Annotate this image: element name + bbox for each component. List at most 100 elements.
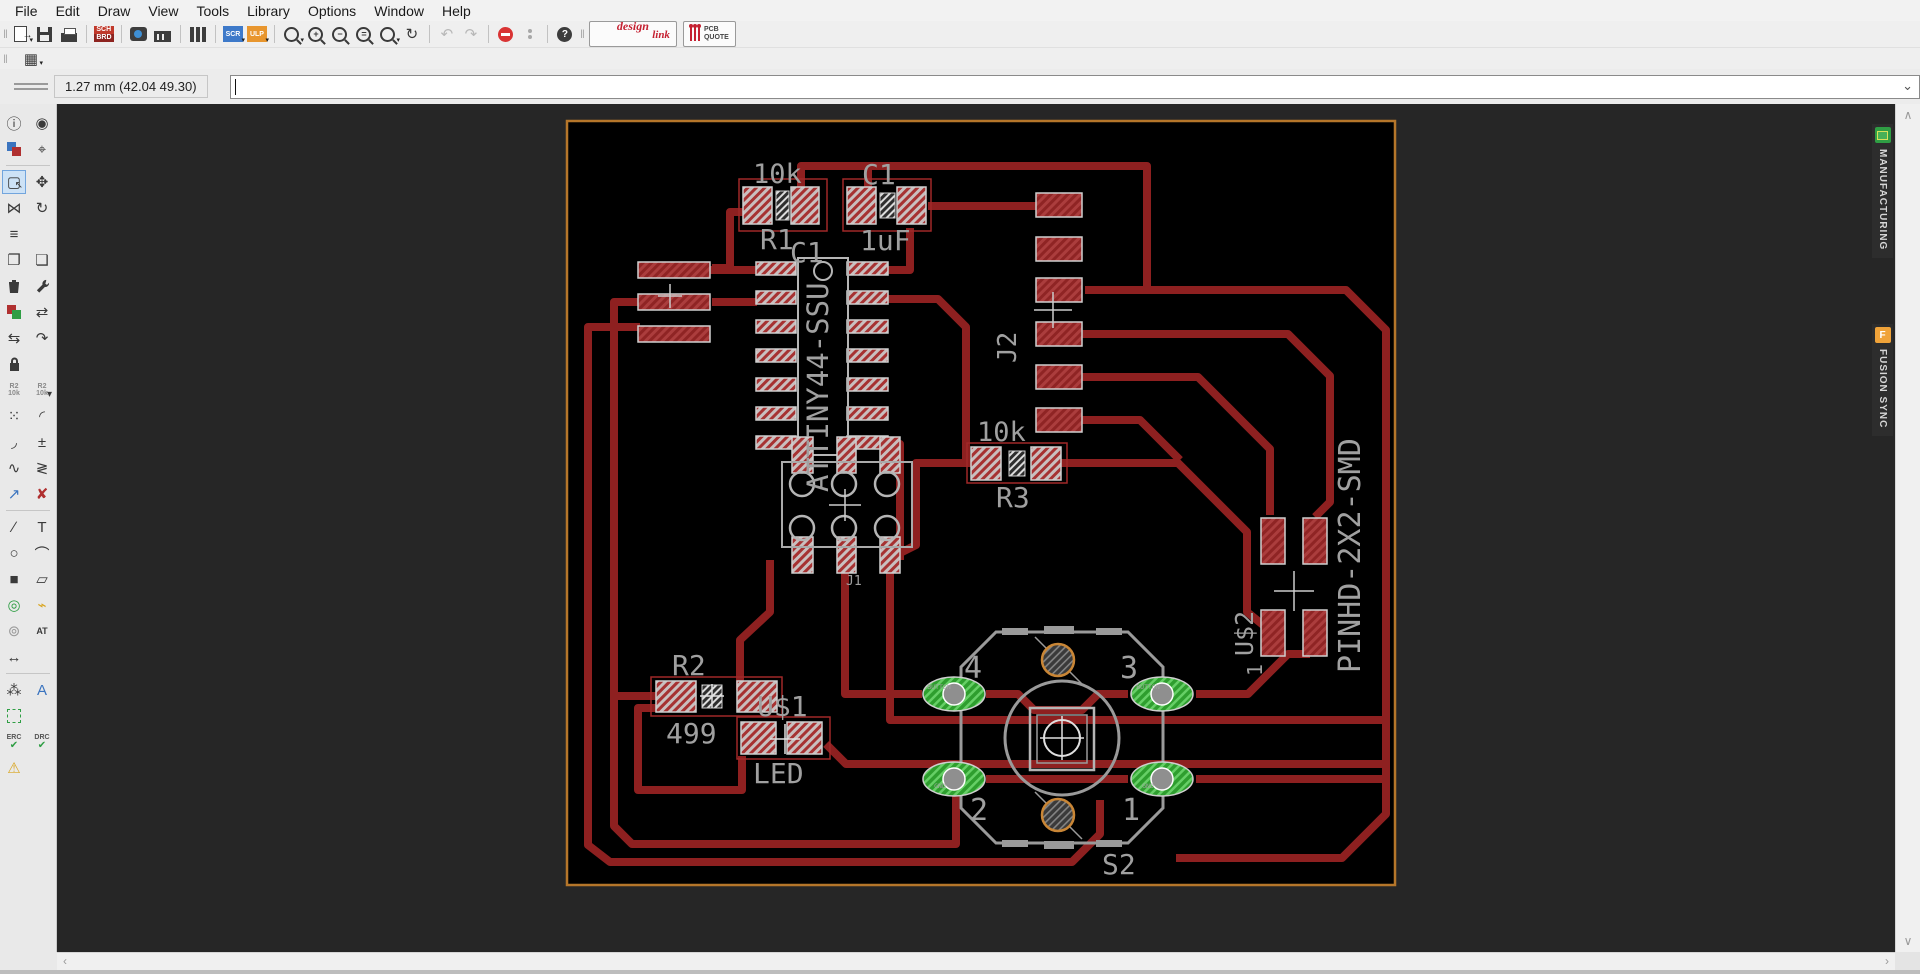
- menu-file[interactable]: File: [15, 2, 38, 19]
- undo-button[interactable]: ↶: [435, 23, 459, 45]
- stop-button[interactable]: [494, 23, 518, 45]
- toolbar-handle[interactable]: ‖: [3, 27, 8, 41]
- arc-tool[interactable]: ⌒: [30, 541, 54, 565]
- open-button[interactable]: →▾: [9, 23, 33, 45]
- ratsnest-tool[interactable]: ⁂: [2, 678, 26, 702]
- component-isp-pads[interactable]: [637, 261, 711, 343]
- horizontal-scrollbar[interactable]: ‹ ›: [57, 952, 1895, 970]
- polygon-tool[interactable]: ▱: [30, 567, 54, 591]
- command-input[interactable]: ⌄: [229, 74, 1920, 99]
- grid-button[interactable]: ▦▾: [23, 50, 43, 68]
- menu-draw[interactable]: Draw: [97, 2, 131, 19]
- command-bar-handle[interactable]: [8, 80, 54, 93]
- erc-tool[interactable]: ERC✔: [2, 730, 26, 754]
- show-tool[interactable]: ◉: [30, 111, 54, 135]
- tab-manufacturing[interactable]: MANUFACTURING: [1872, 124, 1893, 259]
- s2-green-pads[interactable]: [922, 676, 1194, 797]
- via-hole[interactable]: [1040, 797, 1076, 833]
- add-part-tool[interactable]: [2, 300, 26, 324]
- zoom-previous-button[interactable]: ▾: [376, 23, 400, 45]
- menu-window[interactable]: Window: [374, 2, 424, 19]
- vertical-scrollbar[interactable]: ∧ ∨: [1895, 104, 1920, 952]
- component-ic-attiny44[interactable]: [755, 257, 889, 456]
- board-outline[interactable]: [565, 119, 1397, 887]
- print-button[interactable]: [57, 23, 81, 45]
- dimension-tool[interactable]: ↔: [2, 645, 26, 669]
- route-tool[interactable]: ↗: [2, 482, 26, 506]
- info-tool[interactable]: ⓘ: [2, 111, 26, 135]
- group-select-tool[interactable]: ▢↖: [2, 170, 26, 194]
- zoom-out-button[interactable]: −: [328, 23, 352, 45]
- lock-tool[interactable]: [2, 352, 26, 376]
- run-script-button[interactable]: SCR▾: [221, 23, 245, 45]
- zoom-fit-button[interactable]: ▾: [280, 23, 304, 45]
- component-s2-button[interactable]: [922, 626, 1194, 849]
- via-tool[interactable]: ◎: [2, 593, 26, 617]
- scroll-left-arrow[interactable]: ‹: [63, 954, 67, 968]
- component-j1[interactable]: [781, 436, 913, 574]
- display-layers-tool[interactable]: [2, 137, 26, 161]
- copy-tool[interactable]: ❐: [2, 248, 26, 272]
- component-j2[interactable]: [1034, 192, 1083, 433]
- attribute-tool[interactable]: AT: [30, 619, 54, 643]
- zoom-in-button[interactable]: +: [304, 23, 328, 45]
- manufacturing-button[interactable]: [151, 23, 175, 45]
- export-image-button[interactable]: [127, 23, 151, 45]
- menu-edit[interactable]: Edit: [55, 2, 80, 19]
- component-r1[interactable]: [738, 178, 828, 232]
- save-button[interactable]: [33, 23, 57, 45]
- component-c1[interactable]: [842, 178, 932, 232]
- component-r2[interactable]: [650, 676, 783, 717]
- help-button[interactable]: ?: [553, 23, 577, 45]
- signal-tool[interactable]: ⌁: [30, 593, 54, 617]
- design-link-button[interactable]: design link: [588, 20, 677, 47]
- smash-tool[interactable]: ⁙: [2, 404, 26, 428]
- menu-view[interactable]: View: [148, 2, 179, 19]
- miter-tool[interactable]: ◜: [30, 404, 54, 428]
- toolbar-handle[interactable]: ‖: [579, 27, 585, 41]
- miter-fill-tool[interactable]: ◞: [2, 430, 26, 454]
- wire-tool[interactable]: ∕: [2, 515, 26, 539]
- autoroute-tool[interactable]: A: [30, 678, 54, 702]
- text-tool[interactable]: T: [30, 515, 54, 539]
- split-tool[interactable]: ±: [30, 430, 54, 454]
- toolbar-handle[interactable]: ‖: [3, 51, 8, 66]
- chevron-down-icon[interactable]: ⌄: [1902, 77, 1913, 93]
- library-manager-button[interactable]: [186, 23, 210, 45]
- scroll-down-arrow[interactable]: ∨: [1903, 934, 1913, 948]
- tab-fusion-sync[interactable]: F FUSION SYNC: [1872, 324, 1893, 437]
- drc-tool[interactable]: DRC✔: [30, 730, 54, 754]
- delete-tool[interactable]: [2, 274, 26, 298]
- pinswap-tool[interactable]: ⇆: [2, 326, 26, 350]
- gateswap-tool[interactable]: ↷: [30, 326, 54, 350]
- circle-tool[interactable]: ○: [2, 541, 26, 565]
- errors-tool[interactable]: ⚠: [2, 756, 26, 780]
- design-rules-tool[interactable]: [2, 704, 26, 728]
- redraw-button[interactable]: ↻: [400, 23, 424, 45]
- board-canvas[interactable]: 10k C1 R1 C1 1uF ATTINY44-SSU J2 10k R3 …: [57, 104, 1895, 952]
- mirror-tool[interactable]: ⋈: [2, 196, 26, 220]
- paste-tool[interactable]: ❏: [30, 248, 54, 272]
- hole-tool[interactable]: ⊚: [2, 619, 26, 643]
- rotate-tool[interactable]: ↻: [30, 196, 54, 220]
- redo-button[interactable]: ↷: [459, 23, 483, 45]
- scroll-right-arrow[interactable]: ›: [1885, 954, 1889, 968]
- component-u1-led[interactable]: [736, 716, 831, 760]
- menu-tools[interactable]: Tools: [196, 2, 230, 19]
- zoom-select-button[interactable]: =: [352, 23, 376, 45]
- menu-library[interactable]: Library: [247, 2, 290, 19]
- optimize-tool[interactable]: ≷: [30, 456, 54, 480]
- menu-options[interactable]: Options: [307, 2, 357, 19]
- ripup-tool[interactable]: ✘: [30, 482, 54, 506]
- move-tool[interactable]: ✥: [30, 170, 54, 194]
- via-hole[interactable]: [1040, 642, 1076, 678]
- align-tool[interactable]: ≡: [2, 222, 26, 246]
- mark-tool[interactable]: ⌖: [30, 137, 54, 161]
- copper-traces[interactable]: [584, 162, 1390, 866]
- rect-tool[interactable]: ■: [2, 567, 26, 591]
- meander-tool[interactable]: ∿: [2, 456, 26, 480]
